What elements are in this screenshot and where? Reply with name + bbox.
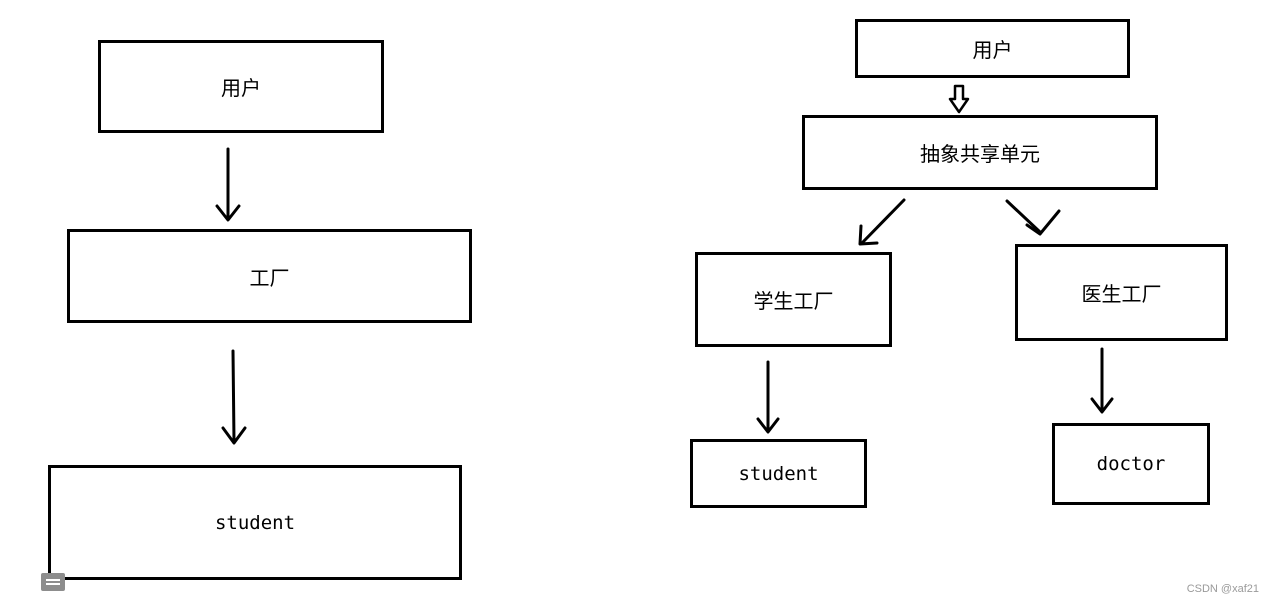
document-icon [41, 573, 65, 591]
student-factory-box: 学生工厂 [695, 252, 892, 347]
arrow-doctor-factory-to-doctor [1090, 347, 1114, 414]
left-factory-box: 工厂 [67, 229, 472, 323]
abstract-unit-label: 抽象共享单元 [920, 142, 1040, 166]
arrow-right-user-to-unit [948, 84, 970, 114]
right-student-label: student [738, 462, 819, 485]
left-student-label: student [214, 511, 296, 534]
right-user-label: 用户 [972, 38, 1013, 62]
right-student-box: student [690, 439, 867, 508]
left-user-label: 用户 [221, 76, 261, 100]
arrow-left-factory-to-student [221, 349, 247, 445]
left-factory-label: 工厂 [249, 265, 290, 290]
abstract-unit-box: 抽象共享单元 [802, 115, 1158, 190]
right-user-box: 用户 [855, 19, 1130, 78]
watermark: CSDN @xaf21 [1186, 583, 1259, 595]
arrow-left-user-to-factory [215, 147, 241, 222]
arrow-unit-to-student-factory [858, 198, 906, 246]
student-factory-label: 学生工厂 [753, 289, 834, 313]
doctor-factory-label: 医生工厂 [1081, 282, 1162, 306]
left-user-box: 用户 [98, 40, 384, 133]
arrow-student-factory-to-student [756, 360, 780, 434]
doctor-box: doctor [1052, 423, 1210, 505]
doctor-label: doctor [1096, 453, 1166, 475]
doctor-factory-box: 医生工厂 [1015, 244, 1228, 341]
arrow-unit-to-doctor-factory [1005, 199, 1061, 236]
left-student-box: student [48, 465, 462, 580]
